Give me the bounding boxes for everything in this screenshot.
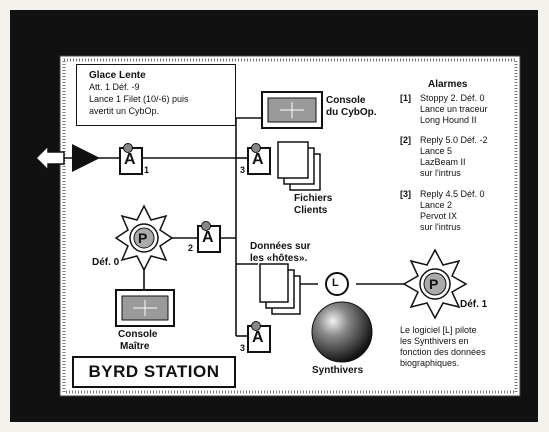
- polnor-label: POLNOR: [20, 133, 36, 189]
- console-maitre: [115, 289, 175, 327]
- alarm-item-1-line-2: Lance un traceur: [420, 104, 488, 114]
- alarm-node-3b-letter: A: [252, 329, 264, 346]
- ice-description-box: Glace Lente Att. 1 Déf. -9 Lance 1 Filet…: [76, 64, 236, 126]
- fichiers-clients-label-1: Fichiers: [294, 193, 333, 204]
- p-node-left: [114, 204, 174, 272]
- alarm-node-1-num: 1: [144, 165, 150, 175]
- alarm-node-3a: [247, 143, 271, 175]
- alarm-item-3-line-4: sur l'intrus: [420, 222, 461, 232]
- alarm-item-2-line-3: LazBeam II: [420, 157, 466, 167]
- alarm-item-2-line-1: Reply 5.0 Déf. -2: [420, 135, 488, 145]
- note-line-4: biographiques.: [400, 358, 460, 368]
- note-line-2: les Synthivers en: [400, 336, 469, 346]
- console-maitre-label-1: Console: [118, 329, 158, 340]
- alarm-item-3-num: [3]: [400, 189, 411, 199]
- l-node-letter: L: [332, 277, 339, 289]
- ice-line-1: Att. 1 Déf. -9: [89, 82, 140, 92]
- alarm-item-3-line-3: Pervot IX: [420, 211, 458, 221]
- donnees-hotes-files: [259, 263, 301, 315]
- console-cybop-label-2: du CybOp.: [326, 107, 377, 118]
- fichiers-clients-label-2: Clients: [294, 205, 328, 216]
- alarm-node-2-num: 2: [188, 243, 194, 253]
- alarm-item-1-line-1: Stoppy 2. Déf. 0: [420, 93, 485, 103]
- alarms-title: Alarmes: [428, 79, 468, 90]
- alarm-item-3-line-1: Reply 4.5 Déf. 0: [420, 189, 485, 199]
- p-node-right-letter: P: [429, 276, 439, 292]
- l-software-node: [325, 272, 349, 296]
- def1-label: Déf. 1: [460, 299, 488, 310]
- fichiers-clients-files: [277, 141, 321, 191]
- alarm-item-2-num: [2]: [400, 135, 411, 145]
- donnees-hotes-label-1: Données sur: [250, 241, 311, 252]
- alarm-node-3a-letter: A: [252, 151, 264, 168]
- note-line-3: fonction des données: [400, 347, 486, 357]
- alarm-item-1-line-3: Long Hound II: [420, 115, 477, 125]
- alarm-item-2-line-4: sur l'intrus: [420, 168, 461, 178]
- alarm-node-1-letter: A: [124, 151, 136, 168]
- alarm-node-2: [197, 221, 221, 253]
- console-cybop-label-1: Console: [326, 95, 366, 106]
- alarm-node-3a-num: 3: [240, 165, 246, 175]
- station-title: BYRD STATION: [72, 356, 236, 388]
- alarm-item-2-line-2: Lance 5: [420, 146, 453, 156]
- def0-label: Déf. 0: [92, 257, 120, 268]
- alarm-node-1: [119, 143, 143, 175]
- note-line-1: Le logiciel [L] pilote: [400, 325, 477, 335]
- ice-line-2: Lance 1 Filet (10/-6) puis: [89, 94, 189, 104]
- console-cybop: [261, 91, 323, 129]
- alarm-node-3b: [247, 321, 271, 353]
- ice-line-3: avertit un CybOp.: [89, 106, 160, 116]
- synthivers-sphere: [311, 301, 373, 363]
- p-node-right: [402, 248, 468, 320]
- console-maitre-label-2: Maître: [120, 341, 150, 352]
- ice-title: Glace Lente: [89, 70, 146, 81]
- alarm-node-2-letter: A: [202, 229, 214, 246]
- donnees-hotes-label-2: les «hôtes».: [250, 253, 308, 264]
- alarm-node-3b-num: 3: [240, 343, 246, 353]
- polnor-connector: [34, 144, 100, 172]
- alarm-item-3-line-2: Lance 2: [420, 200, 453, 210]
- alarm-item-1-num: [1]: [400, 93, 411, 103]
- p-node-left-letter: P: [138, 230, 148, 246]
- synthivers-label: Synthivers: [312, 365, 364, 376]
